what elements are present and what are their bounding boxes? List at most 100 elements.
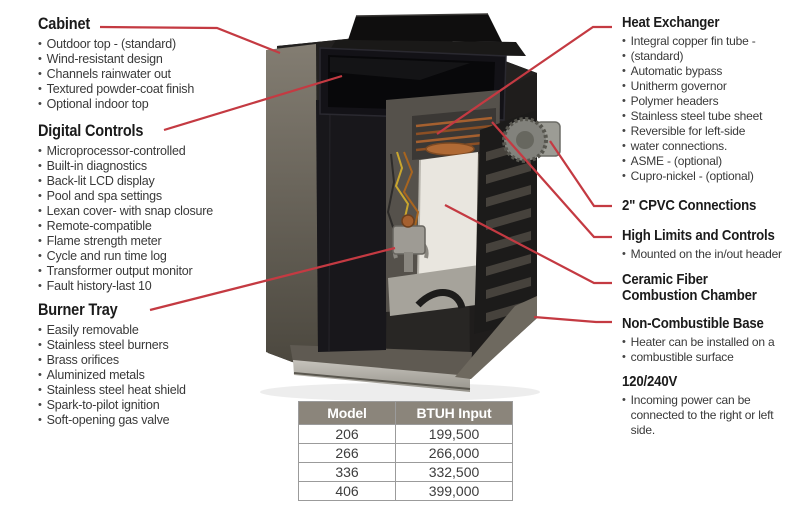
cabinet-bottom-band — [290, 345, 472, 379]
feature-text: Transformer output monitor — [46, 264, 193, 278]
table-cell: 406 — [298, 481, 396, 501]
feature-item: •Cycle and run time log — [38, 249, 253, 264]
feature-text: water connections. — [630, 139, 728, 153]
feature-text: Stainless steel tube sheet — [630, 109, 763, 123]
bullet-dot: • — [622, 336, 626, 348]
bullet-dot: • — [622, 125, 626, 137]
section-non-combustible-base: Non-Combustible Base •Heater can be inst… — [622, 316, 800, 365]
feature-item: •Lexan cover- with snap closure — [38, 204, 253, 219]
feature-item: •Heater can be installed on a — [622, 335, 800, 350]
section-ceramic-chamber: Ceramic Fiber Combustion Chamber — [622, 272, 798, 307]
table-cell: 332,500 — [395, 462, 513, 482]
feature-text: Stainless steel burners — [46, 338, 169, 352]
feature-text: Soft-opening gas valve — [46, 413, 170, 427]
feature-text: Spark-to-pilot ignition — [46, 398, 160, 412]
bullet-dot: • — [622, 155, 626, 167]
feature-item: • Polymer headers — [622, 94, 798, 109]
table-cell: 336 — [298, 462, 396, 482]
feature-item: •water connections. — [622, 139, 798, 154]
gas-pipe — [415, 289, 466, 310]
section-cpvc-connections: 2" CPVC Connections — [622, 198, 800, 217]
bullet-dot: • — [38, 399, 42, 411]
bullet-dot: • — [38, 68, 42, 80]
feature-item: • Pool and spa settings — [38, 189, 253, 204]
feature-item: • Mounted on the in/out header — [622, 247, 800, 262]
table-cell: 266 — [298, 443, 396, 463]
cpvc-connection-knob — [502, 117, 561, 163]
table-cell: 206 — [298, 424, 396, 444]
bullet-dot: • — [622, 35, 626, 47]
feature-item: • Cupro-nickel - (optional) — [622, 169, 798, 184]
feature-item: •Aluminized metals — [38, 368, 253, 383]
feature-text: Outdoor top - (standard) — [46, 37, 176, 51]
bullet-dot: • — [38, 339, 42, 351]
feature-text: Back-lit LCD display — [46, 174, 155, 188]
bullet-dot: • — [622, 110, 626, 122]
feature-text: Fault history-last 10 — [46, 279, 152, 293]
feature-text: Channels rainwater out — [46, 67, 171, 81]
feature-list: • Mounted on the in/out header — [622, 247, 800, 262]
cabinet-corner — [455, 296, 537, 379]
section-title: Heat Exchanger — [622, 14, 720, 31]
feature-text: Cupro-nickel - (optional) — [630, 169, 754, 183]
callout-line-digital-controls — [163, 74, 343, 132]
feature-text: Mounted on the in/out header — [630, 247, 782, 261]
feature-list: •Heater can be installed on a•combustibl… — [622, 335, 800, 365]
feature-text: Polymer headers — [630, 94, 719, 108]
feature-text: (standard) — [630, 49, 684, 63]
bullet-dot: • — [622, 170, 626, 182]
feature-text: Integral copper fin tube - — [630, 34, 756, 48]
callout-lines — [99, 25, 612, 324]
section-heat-exchanger: Heat Exchanger • Integral copper fin tube… — [622, 15, 798, 184]
feature-text: Cycle and run time log — [46, 249, 167, 263]
bullet-dot: • — [38, 98, 42, 110]
bullet-dot: • — [38, 53, 42, 65]
section-title: Non-Combustible Base — [622, 315, 764, 332]
feature-text: Flame strength meter — [46, 234, 162, 248]
section-title: Digital Controls — [38, 122, 144, 140]
feature-list: •Integral copper fin tube -•(standard)•A… — [622, 34, 798, 184]
table-cell: 199,500 — [395, 424, 513, 444]
bullet-dot: • — [622, 95, 626, 107]
feature-list: •Outdoor top - (standard)•Wind-resistant… — [38, 37, 250, 112]
feature-text: Built-in diagnostics — [46, 159, 147, 173]
feature-text: Pool and spa settings — [46, 189, 163, 203]
bullet-dot: • — [38, 235, 42, 247]
feature-text: Stainless steel heat shield — [46, 383, 186, 397]
callout-line-cpvc — [549, 140, 612, 208]
feature-item: •Remote-compatible — [38, 219, 253, 234]
feature-list: •Microprocessor-controlled•Built-in diag… — [38, 144, 253, 294]
feature-item: • Transformer output monitor — [38, 264, 253, 279]
table-cell: 399,000 — [395, 481, 513, 501]
feature-item: • Soft-opening gas valve — [38, 413, 253, 428]
feature-item: •Reversible for left-side — [622, 124, 798, 139]
feature-item: •(standard) — [622, 49, 798, 64]
bullet-dot: • — [38, 220, 42, 232]
callout-line-high-limits — [491, 121, 612, 239]
bullet-dot: • — [622, 394, 626, 406]
section-title: 2" CPVC Connections — [622, 197, 757, 214]
feature-text: Optional indoor top — [46, 97, 149, 111]
combustion-chamber — [418, 152, 478, 280]
table-header-row: Model BTUH Input — [298, 401, 513, 425]
feature-item: • ASME - (optional) — [622, 154, 798, 169]
louvered-side-panel — [474, 110, 537, 334]
feature-item: •Microprocessor-controlled — [38, 144, 253, 159]
bullet-dot: • — [622, 248, 626, 260]
feature-item: •Built-in diagnostics — [38, 159, 253, 174]
bullet-dot: • — [38, 265, 42, 277]
section-power: 120/240V •Incoming power can be connecte… — [622, 374, 790, 438]
feature-text: ASME - (optional) — [630, 154, 723, 168]
bullet-dot: • — [38, 190, 42, 202]
table-cell: 266,000 — [395, 443, 513, 463]
section-cabinet: Cabinet •Outdoor top - (standard)•Wind-r… — [38, 15, 250, 112]
feature-item: • Stainless steel tube sheet — [622, 109, 798, 124]
feature-list: •Incoming power can be connected to the … — [622, 393, 790, 438]
bullet-dot: • — [38, 414, 42, 426]
callout-line-base — [533, 315, 612, 324]
front-door-panel — [316, 100, 388, 352]
section-digital-controls: Digital Controls •Microprocessor-control… — [38, 122, 253, 294]
